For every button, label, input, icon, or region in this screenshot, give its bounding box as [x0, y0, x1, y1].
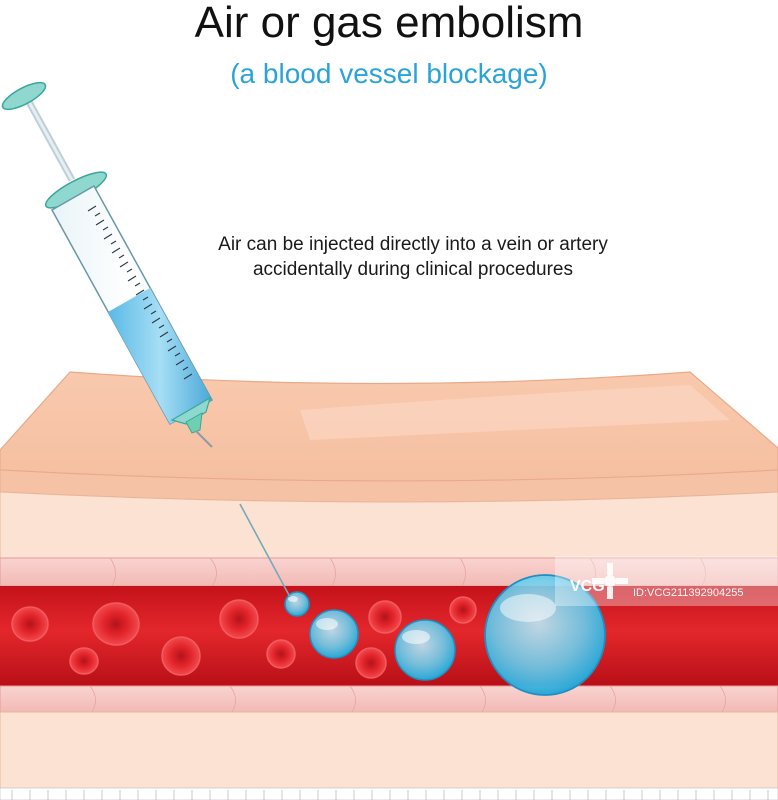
tissue-bottom-ticks: [11, 790, 769, 800]
vessel-wall-upper: [0, 557, 778, 587]
red-blood-cell-icon: [368, 600, 402, 634]
injection-caption: Air can be injected directly into a vein…: [198, 232, 628, 282]
watermark-brand: VCG: [570, 578, 605, 595]
wall-cells-lower: [89, 685, 726, 713]
diagram-title: Air or gas embolism: [194, 0, 584, 47]
tissue-bottom-strip: [0, 787, 778, 800]
subcutaneous-layer: [0, 711, 778, 793]
red-blood-cell-icon: [92, 602, 140, 646]
caption-line-2: accidentally during clinical procedures: [252, 259, 573, 280]
red-blood-cells: [11, 596, 477, 679]
air-bubble-icon: [394, 619, 456, 681]
red-blood-cell-icon: [266, 639, 296, 669]
watermark: VCG ID:VCG211392904255: [555, 556, 778, 606]
air-bubble-icon: [309, 609, 359, 659]
vessel-wall-lower: [0, 685, 778, 713]
skin-highlight: [300, 385, 730, 440]
vcg-logo-icon: [592, 563, 628, 599]
red-blood-cell-icon: [219, 599, 259, 639]
red-blood-cell-icon: [355, 647, 387, 679]
air-bubbles: [284, 574, 606, 696]
injection-path-line: [239, 503, 291, 598]
diagram-subtitle: (a blood vessel blockage): [230, 58, 548, 89]
air-bubble-icon: [284, 591, 310, 617]
watermark-id: ID:VCG211392904255: [633, 587, 744, 599]
dermis-layer: [0, 491, 778, 559]
red-blood-cell-icon: [161, 636, 201, 676]
syringe-icon: [1, 81, 214, 448]
red-blood-cell-icon: [11, 606, 49, 642]
red-blood-cell-icon: [69, 647, 99, 675]
red-blood-cell-icon: [449, 596, 477, 624]
caption-line-1: Air can be injected directly into a vein…: [218, 234, 608, 255]
air-bubble-icon: [484, 574, 606, 696]
